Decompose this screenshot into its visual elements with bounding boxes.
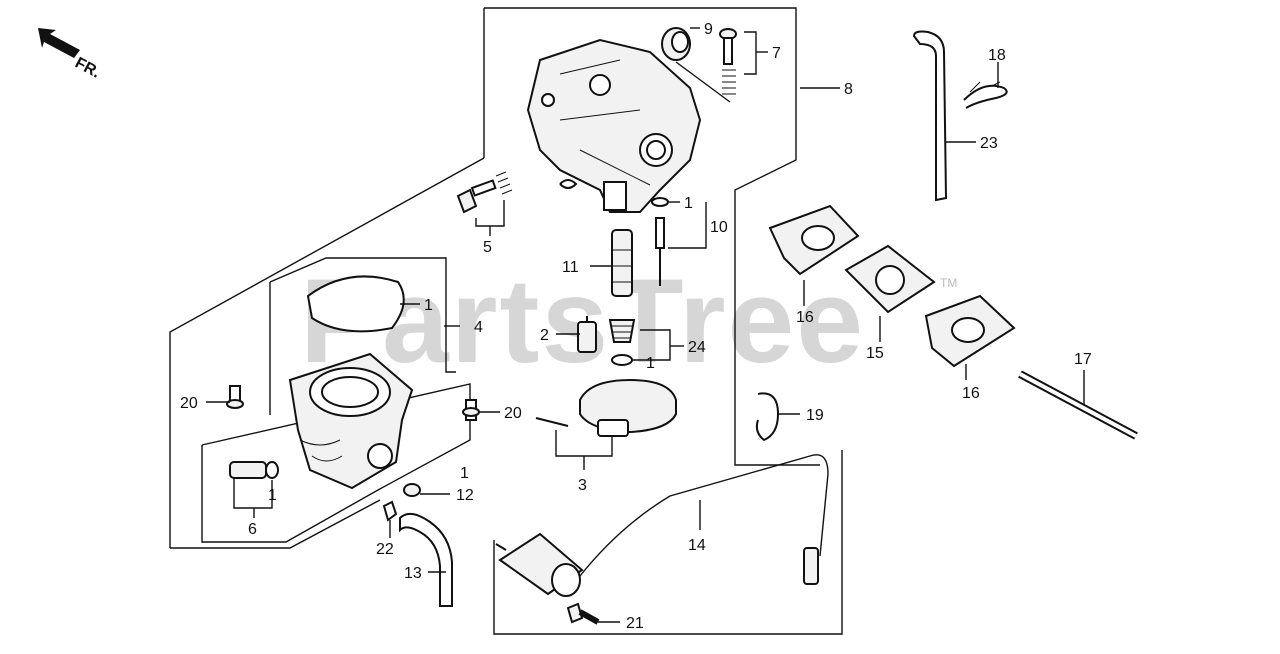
part-vent-tube: [912, 30, 948, 202]
callout-jet-needle: 10: [710, 219, 728, 236]
callout-washer-d: 1: [268, 487, 277, 504]
part-harness-clamp: [755, 392, 780, 442]
group-outline-float-chamber: [170, 257, 471, 549]
callout-gasket: 1: [424, 297, 433, 314]
callout-pilot-screw: 7: [772, 45, 781, 62]
part-float: [535, 378, 677, 437]
callout-carburetor-body: 8: [844, 81, 853, 98]
part-stud-bolt: [1018, 370, 1138, 440]
front-direction-arrow-icon: [38, 28, 80, 58]
callout-washer-b: 1: [646, 355, 655, 372]
leader-lines: [206, 27, 1085, 623]
callout-float-valve: 2: [540, 327, 549, 344]
part-washer-a: [651, 197, 669, 207]
part-main-jet: [608, 319, 636, 343]
callout-screw-right: 20: [504, 405, 522, 422]
callout-tube-clip: 18: [988, 47, 1006, 64]
callout-hose-clip: 22: [376, 541, 394, 558]
callout-insulator-gasket-a: 16: [796, 309, 814, 326]
part-carburetor-body: [526, 38, 702, 213]
part-insulator-gasket-a: [768, 204, 860, 276]
part-drain-screw: [229, 461, 279, 479]
part-sealing-washer: [403, 483, 421, 497]
part-tube-clip: [963, 81, 1008, 109]
callout-washer-a: 1: [684, 195, 693, 212]
front-direction-label: FR.: [72, 55, 103, 82]
callout-stud-bolt: 17: [1074, 351, 1092, 368]
part-cap: [661, 27, 691, 61]
part-jet-needle: [655, 217, 665, 286]
callout-throttle-stop-screw: 5: [483, 239, 492, 256]
callout-vent-tube: 23: [980, 135, 998, 152]
watermark-trademark: TM: [940, 276, 957, 290]
part-washer-b: [611, 354, 633, 366]
callout-harness-clamp: 19: [806, 407, 824, 424]
part-main-nozzle: [611, 229, 633, 297]
callout-insulator-gasket-b: 16: [962, 385, 980, 402]
callout-solenoid-harness: 14: [688, 537, 706, 554]
part-screw-right: [462, 399, 480, 421]
part-hose-clip: [382, 500, 398, 522]
callout-carburetor-insulator: 15: [866, 345, 884, 362]
callout-float-chamber: 4: [474, 319, 483, 336]
callout-solenoid-bolt: 21: [626, 615, 644, 632]
group-outline-solenoid: [493, 450, 843, 635]
callout-drain-tube: 13: [404, 565, 422, 582]
group-outline-carburetor: [169, 7, 820, 548]
part-solenoid-bolt: [566, 602, 600, 625]
part-solenoid-harness: [579, 454, 829, 585]
part-float-valve: [577, 316, 597, 353]
callout-screw-left: 20: [180, 395, 198, 412]
part-pilot-screw: [719, 28, 737, 95]
part-fuel-cut-solenoid: [495, 532, 584, 597]
part-carburetor-insulator: [844, 244, 936, 314]
callout-cap: 9: [704, 21, 713, 38]
callout-main-jet: 24: [688, 339, 706, 356]
part-throttle-stop-screw: [456, 171, 513, 214]
callout-float: 3: [578, 477, 587, 494]
part-float-chamber: [288, 275, 414, 490]
part-insulator-gasket-b: [924, 294, 1016, 368]
callout-sealing-washer: 12: [456, 487, 474, 504]
part-screw-left: [226, 385, 244, 409]
callout-main-nozzle: 11: [562, 259, 579, 276]
callout-washer-c: 1: [460, 465, 469, 482]
callout-drain-screw: 6: [248, 521, 257, 538]
part-drain-tube: [399, 512, 453, 607]
